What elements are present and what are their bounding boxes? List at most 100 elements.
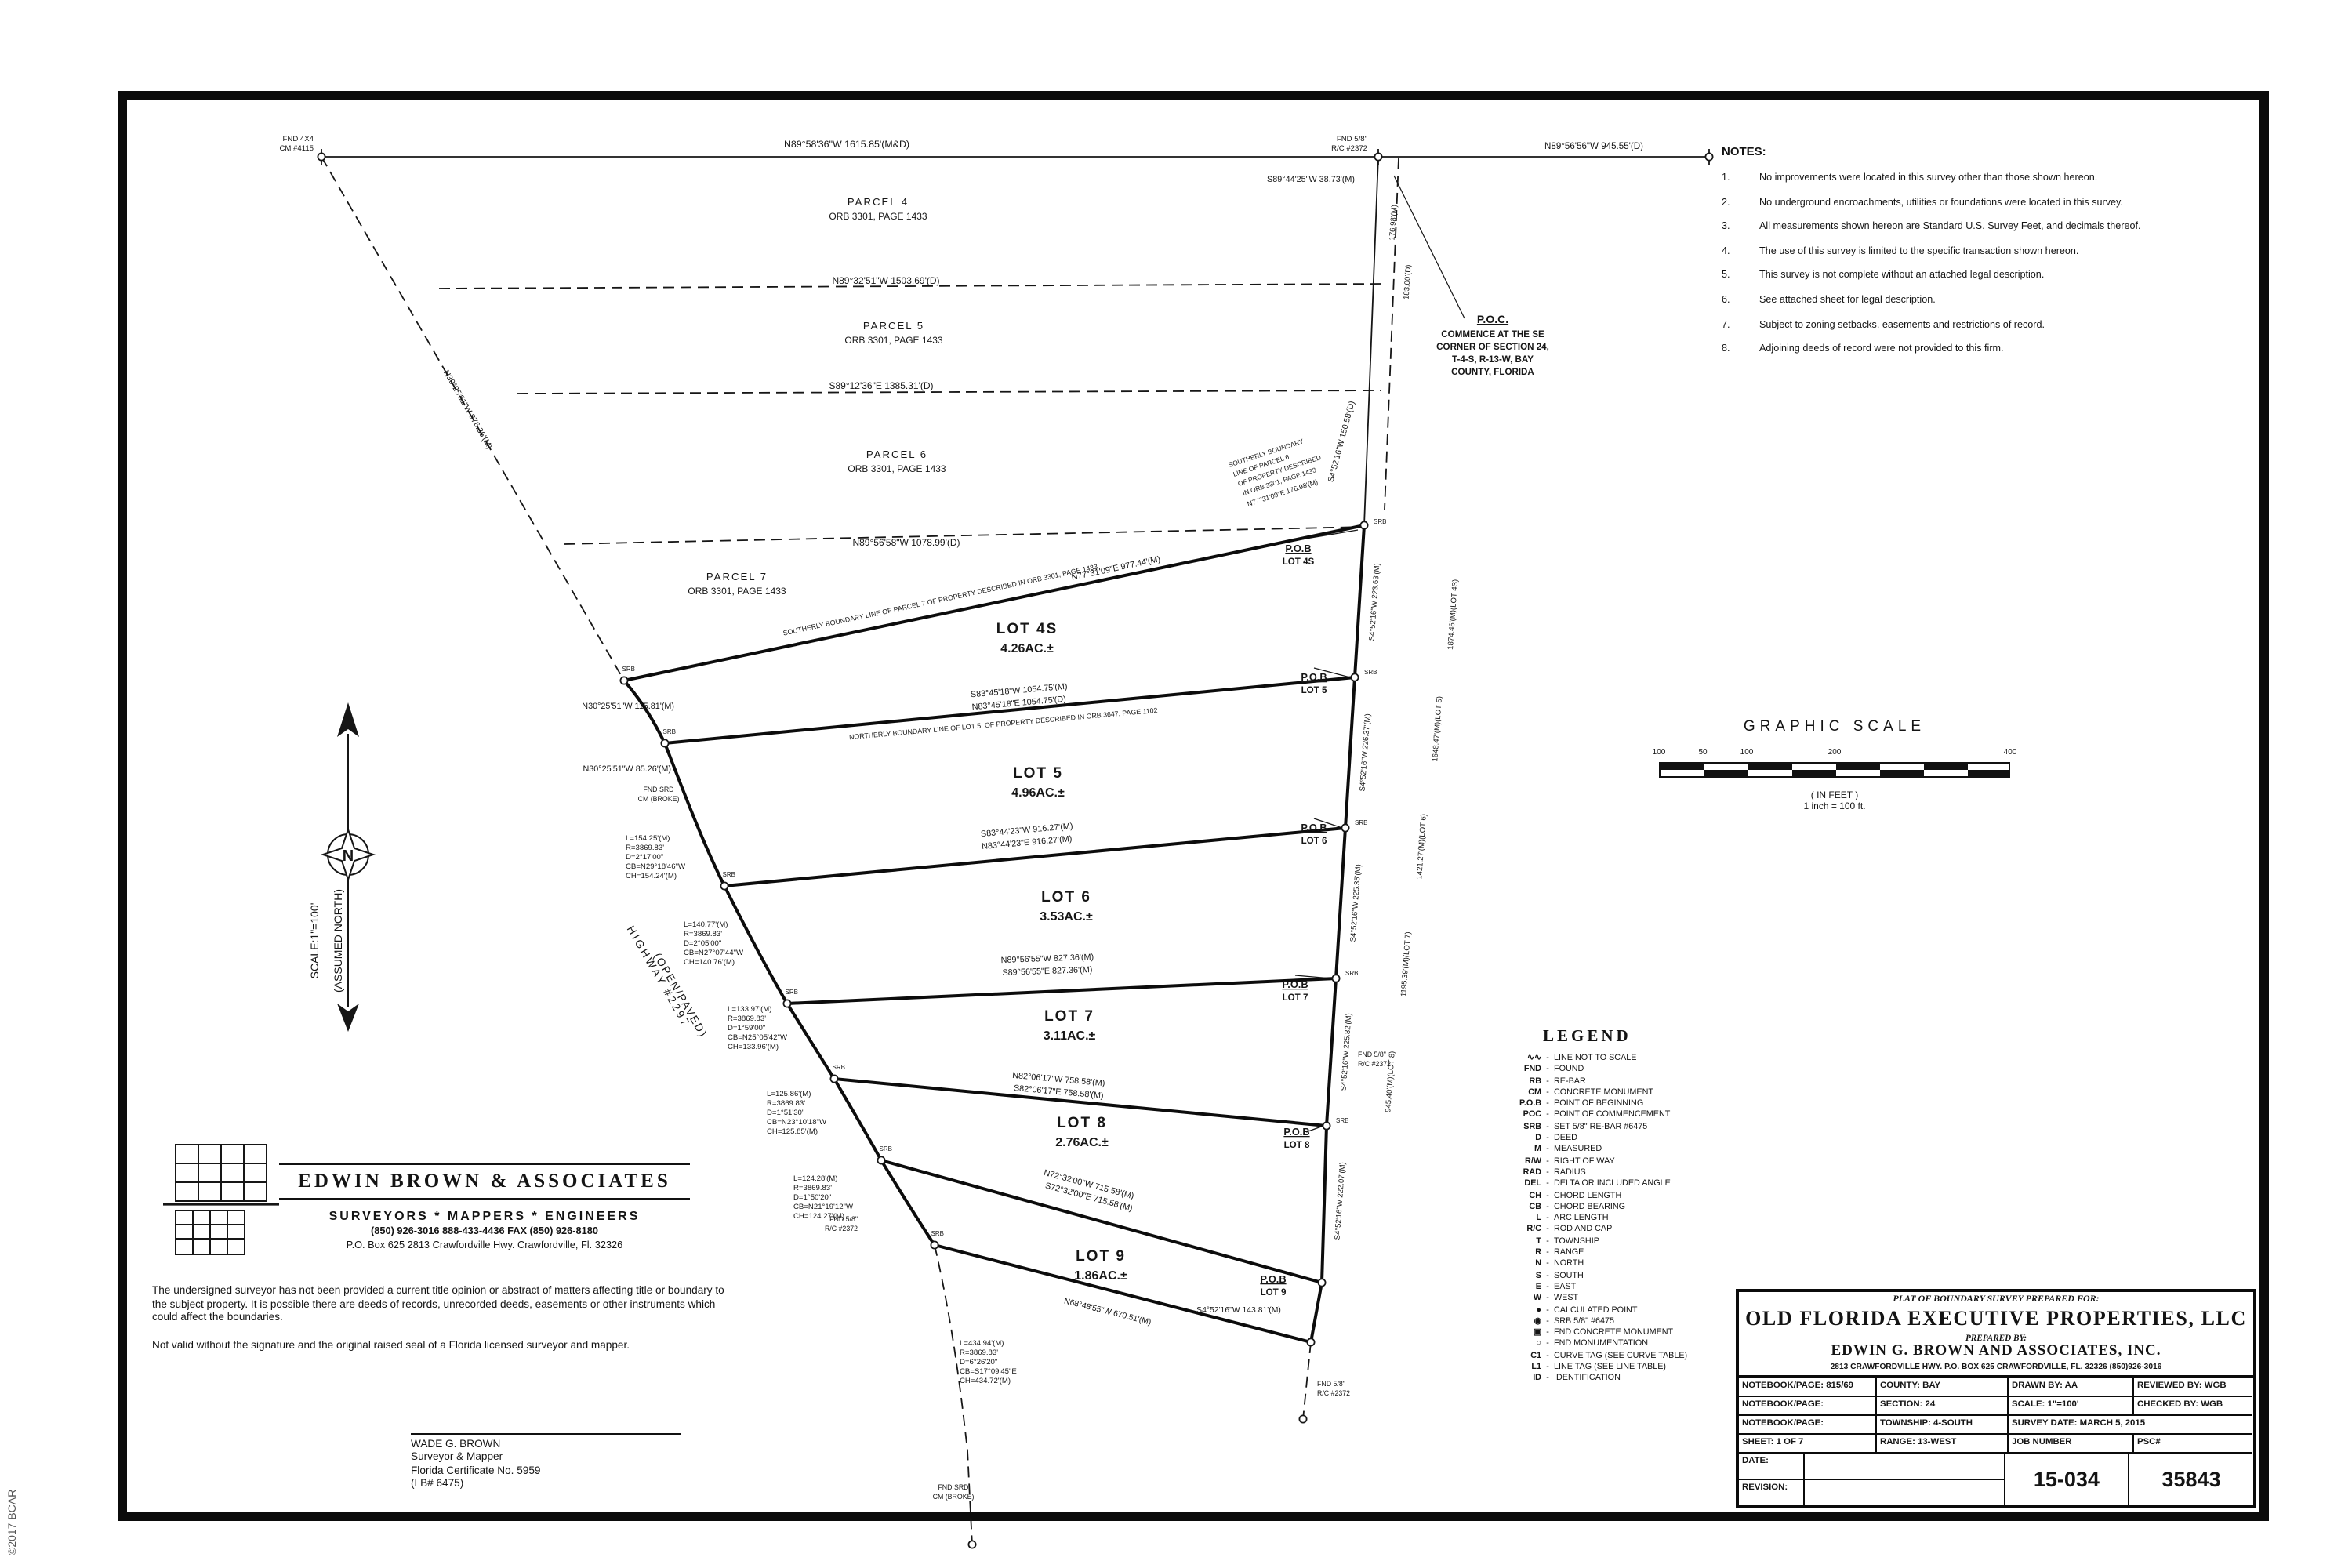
plat-label: (ASSUMED NORTH) (332, 889, 344, 993)
plat-label: S4°52'16"W 225.82'(M) (1340, 1013, 1354, 1091)
legend-symbol: T (1536, 1236, 1541, 1247)
plat-label: CB=N23°10'18"W (767, 1118, 827, 1127)
note-text: See attached sheet for legal description… (1759, 294, 1936, 306)
date-value-empty (1805, 1454, 2004, 1479)
legend-dash: - (1546, 1225, 1549, 1235)
plat-label: R=3869.83' (626, 844, 664, 852)
plat-label: SRB (1355, 819, 1367, 826)
plat-label: FND 5/8" (1317, 1380, 1345, 1388)
plat-label: CB=N27°07'44"W (684, 949, 744, 957)
prepared-for-label: PLAT OF BOUNDARY SURVEY PREPARED FOR: (1893, 1295, 2100, 1305)
plat-label: P.O.B (1301, 822, 1327, 833)
note-item: 2.No underground encroachments, utilitie… (1722, 197, 2258, 208)
date-label: DATE: (1739, 1454, 1805, 1479)
plat-label: LOT 7 (1044, 1008, 1094, 1025)
legend-definition: RADIUS (1554, 1167, 1586, 1178)
note-item: 4.The use of this survey is limited to t… (1722, 246, 2258, 257)
graphic-scale-bar (1659, 762, 2010, 778)
legend-symbol: C1 (1530, 1351, 1541, 1361)
plat-label: HIGHWAY #2297 (625, 924, 693, 1029)
plat-label: T-4-S, R-13-W, BAY (1452, 354, 1534, 365)
legend-symbol: L (1536, 1214, 1541, 1224)
plat-label: P.O.B (1285, 543, 1311, 554)
legend-dash: - (1546, 1087, 1549, 1098)
lot-boundaries (622, 524, 1366, 1344)
legend-item: R/C-ROD AND CAP (1499, 1225, 1750, 1237)
note-item: 3.All measurements shown hereon are Stan… (1722, 221, 2258, 232)
plat-label: COMMENCE AT THE SE (1441, 329, 1544, 339)
scale-tick: 100 (1652, 748, 1666, 757)
legend-dash: - (1546, 1363, 1549, 1373)
plat-label: S4°52'16"W 143.81'(M) (1196, 1306, 1281, 1315)
title-block-header: PLAT OF BOUNDARY SURVEY PREPARED FOR: OL… (1739, 1292, 2253, 1378)
note-text: No improvements were located in this sur… (1759, 172, 2098, 183)
plat-label: N89°56'56"W 945.55'(D) (1544, 141, 1643, 151)
legend-definition: FND CONCRETE MONUMENT (1554, 1328, 1674, 1338)
plat-label: R=3869.83' (684, 930, 722, 938)
legend-definition: LINE NOT TO SCALE (1554, 1054, 1637, 1063)
legend-dash: - (1546, 1202, 1549, 1212)
client-name: OLD FLORIDA EXECUTIVE PROPERTIES, LLC (1745, 1306, 2247, 1330)
legend-definition: DEED (1554, 1134, 1577, 1144)
plat-label: D=2°17'00" (626, 853, 663, 862)
legend-dash: - (1546, 1134, 1549, 1144)
plat-label: CM #4115 (279, 144, 314, 153)
plat-label: CM (BROKE) (638, 795, 680, 803)
plat-label: LOT 8 (1284, 1140, 1310, 1150)
plat-label: PARCEL 4 (848, 196, 909, 208)
legend-symbol: W (1533, 1294, 1541, 1304)
plat-label: PARCEL 5 (863, 320, 924, 332)
plat-label: LOT 9 (1261, 1287, 1287, 1298)
plat-label: SRB (880, 1145, 892, 1152)
plat-label: CM (BROKE) (933, 1493, 975, 1501)
legend-definition: CALCULATED POINT (1554, 1305, 1638, 1316)
plat-label: P.O.C. (1477, 313, 1508, 325)
plat-label: CH=124.27'(M) (793, 1212, 844, 1221)
note-item: 7.Subject to zoning setbacks, easements … (1722, 319, 2258, 330)
plat-label: SRB (723, 871, 735, 878)
legend-definition: FOUND (1554, 1065, 1584, 1075)
legend-dash: - (1546, 1248, 1549, 1258)
plat-label: 4.26AC.± (1000, 642, 1054, 655)
legend-symbol: CB (1529, 1202, 1541, 1212)
legend-definition: SET 5/8" RE-BAR #6475 (1554, 1122, 1648, 1132)
title-block-bottom: DATE: REVISION: 15-034 35843 (1739, 1454, 2253, 1505)
legend-dash: - (1546, 1259, 1549, 1269)
township-cell: TOWNSHIP: 4-SOUTH (1877, 1416, 2009, 1435)
legend-dash: - (1546, 1099, 1549, 1109)
plat-label: P.O.B (1283, 1126, 1309, 1138)
surveyor-name: WADE G. BROWN (411, 1439, 501, 1450)
scale-tick: 50 (1698, 748, 1708, 757)
plat-label: D=2°05'00" (684, 939, 721, 948)
legend-item: T-TOWNSHIP (1499, 1237, 1750, 1249)
legend-definition: TOWNSHIP (1554, 1236, 1599, 1247)
plat-label: SRB (622, 666, 635, 673)
revision-label: REVISION: (1739, 1480, 1805, 1505)
scale-tick: 400 (2003, 748, 2017, 757)
plat-label: D=1°51'30" (767, 1109, 804, 1117)
plat-label: S4°52'16"W 223.63'(M) (1368, 563, 1382, 641)
legend-symbol: POC (1523, 1110, 1541, 1120)
plat-label: LOT 8 (1057, 1115, 1107, 1131)
county-cell: COUNTY: BAY (1877, 1378, 2009, 1397)
plat-label: LOT 5 (1013, 765, 1063, 782)
legend-item: RAD-RADIUS (1499, 1168, 1750, 1180)
plat-label: FND 4X4 (283, 135, 314, 143)
legend-item: R/W-RIGHT OF WAY (1499, 1156, 1750, 1168)
checked-by-cell: CHECKED BY: WGB (2134, 1397, 2252, 1416)
legend-dash: - (1546, 1110, 1549, 1120)
scale-cell: SCALE: 1"=100' (2009, 1397, 2134, 1416)
scale-tick: 100 (1740, 748, 1754, 757)
legend-dash: - (1546, 1351, 1549, 1361)
note-item: 6.See attached sheet for legal descripti… (1722, 295, 2258, 306)
plat-label: S89°44'25"W 38.73'(M) (1267, 175, 1355, 184)
plat-label: N30°25'51"W 115.81'(M) (582, 702, 674, 711)
legend-symbol: ID (1533, 1374, 1541, 1384)
plat-label: FND 5/8" (829, 1215, 858, 1223)
plat-label: SRB (1374, 518, 1386, 525)
plat-label: 4.96AC.± (1011, 786, 1065, 800)
note-item: 8.Adjoining deeds of record were not pro… (1722, 343, 2258, 354)
plat-label: 176.98'(M) (1388, 205, 1399, 241)
